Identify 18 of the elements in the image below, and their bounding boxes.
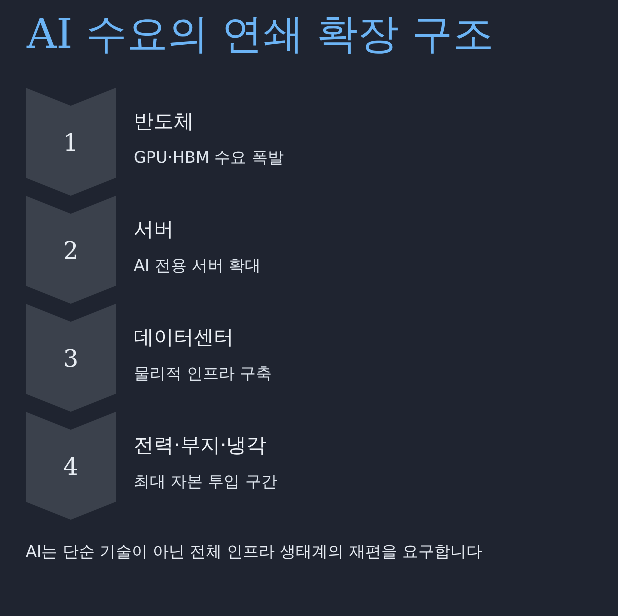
chevron-step bbox=[26, 412, 116, 520]
diagram-title: AI 수요의 연쇄 확장 구조 bbox=[27, 9, 494, 60]
step-title: 데이터센터 bbox=[134, 324, 234, 350]
step-description: AI 전용 서버 확대 bbox=[134, 256, 261, 276]
step-title: 전력·부지·냉각 bbox=[134, 432, 267, 458]
step-description: 최대 자본 투입 구간 bbox=[134, 472, 278, 492]
step-description: 물리적 인프라 구축 bbox=[134, 364, 272, 384]
step-description: GPU·HBM 수요 폭발 bbox=[134, 148, 284, 168]
chevron-step bbox=[26, 196, 116, 304]
step-number: 2 bbox=[62, 236, 80, 266]
step-title: 반도체 bbox=[134, 108, 194, 134]
caption-text: AI는 단순 기술이 아닌 전체 인프라 생태계의 재편을 요구합니다 bbox=[26, 541, 482, 563]
step-number: 1 bbox=[62, 128, 80, 158]
step-number: 3 bbox=[62, 344, 80, 374]
step-title: 서버 bbox=[134, 216, 174, 242]
chevron-step bbox=[26, 304, 116, 412]
chevron-step bbox=[26, 88, 116, 196]
step-number: 4 bbox=[62, 452, 80, 482]
